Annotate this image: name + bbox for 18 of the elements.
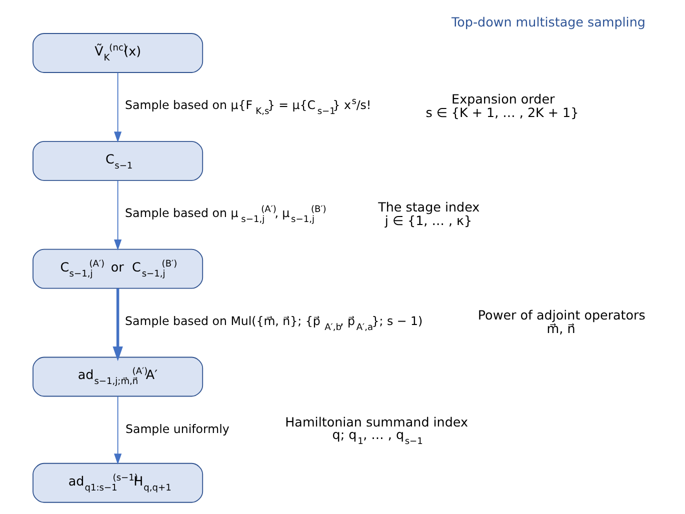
label: j ∈ {1, … , κ} xyxy=(384,212,472,228)
arrow xyxy=(112,288,123,361)
node-box: ad$_{s−1,j;m⃗,n⃗}$$^{(A′)}$A′ xyxy=(32,356,204,396)
label: Hamiltonian summand index xyxy=(285,414,468,429)
label: q; q$_{1}$, … , q$_{s−1}$ xyxy=(332,426,423,447)
node-box: C$_{s−1}$ xyxy=(32,140,204,180)
label: The stage index xyxy=(378,198,480,214)
edge-label: Sample based on Mul({m⃗, n⃗}; {p⃗$_{A′,b}$, p⃗$_{A′,a}$}; s − 1) xyxy=(125,313,423,332)
arrow xyxy=(114,180,122,250)
node-box: Ṽ$_{K}$$^{(nc)}$(x) xyxy=(32,32,204,72)
arrow xyxy=(114,395,122,464)
label: s ∈ {K + 1, … , 2K + 1} xyxy=(426,104,579,120)
diagram-title: Top-down multistage sampling xyxy=(452,14,646,29)
label: Expansion order xyxy=(452,91,555,106)
edge-label: Sample uniformly xyxy=(126,421,230,436)
label: Power of adjoint operators xyxy=(478,306,646,322)
arrow xyxy=(114,72,122,142)
edge-label: Sample based on μ{F$_{K,s}$} = μ{C$_{s−1}$} x$^{s}$/s! xyxy=(125,96,372,117)
